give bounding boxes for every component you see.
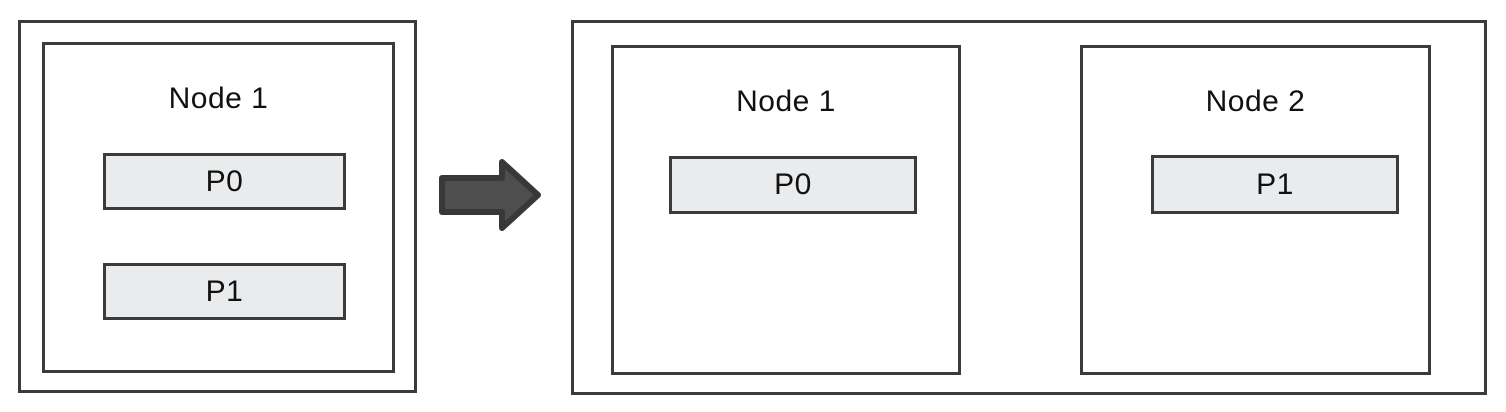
process-box-p0: P0 — [103, 153, 346, 210]
process-box-p0: P0 — [669, 156, 917, 214]
after-state-container: Node 1 P0 Node 2 P1 — [571, 20, 1487, 395]
right-arrow-icon — [439, 159, 541, 231]
node-label: Node 1 — [168, 82, 269, 115]
process-box-p1: P1 — [103, 263, 346, 320]
node-box-after-1: Node 1 P0 — [611, 45, 961, 375]
node-label: Node 1 — [736, 85, 836, 118]
before-state-container: Node 1 P0 P1 — [18, 20, 417, 393]
process-box-p1: P1 — [1151, 155, 1399, 214]
node-box-before: Node 1 P0 P1 — [42, 42, 395, 373]
node-label: Node 2 — [1205, 85, 1306, 118]
node-box-after-2: Node 2 P1 — [1080, 45, 1431, 375]
